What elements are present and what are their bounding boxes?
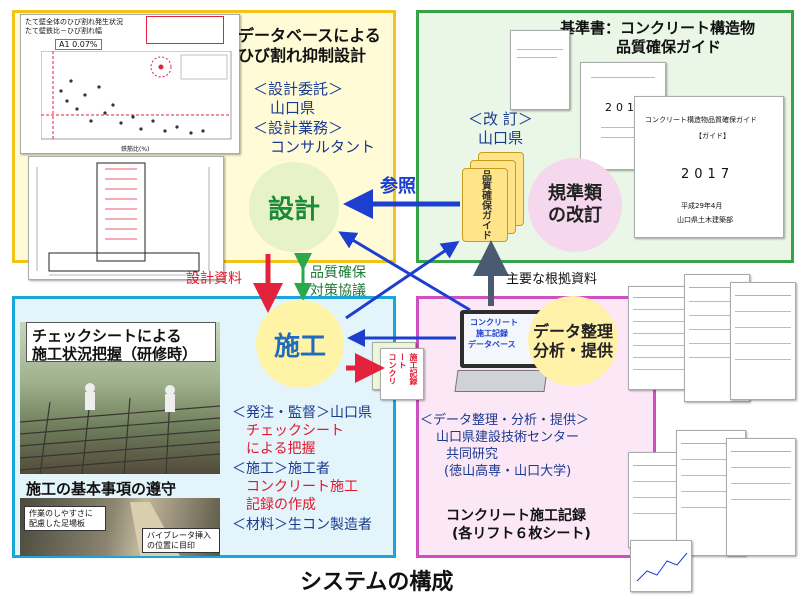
rebar-drawing (28, 156, 224, 280)
node-data-line1: データ整理 (532, 321, 613, 341)
order-label: ＜発注・監督＞山口県 (232, 405, 372, 421)
doc-org: 山口県土木建築部 (677, 216, 733, 224)
basics-caption: 施工の基本事項の遵守 (26, 480, 177, 498)
laptop-icon (454, 310, 548, 408)
node-standards-line2: の改訂 (548, 205, 602, 226)
node-design-label: 設計 (267, 194, 320, 225)
node-construction: 施工 (256, 300, 344, 388)
standards-title-line1: 基準書：コンクリート構造物 (560, 19, 756, 37)
records-line2: (各リフト６枚シート) (452, 526, 591, 542)
crack-width-graph: たて壁全体のひび割れ発生状況 たて壁鉄比－ひび割れ幅 A1 0.07% 鉄筋比(… (20, 14, 240, 154)
dp-partners: (徳山高専・山口大学) (444, 464, 572, 479)
doc-title: コンクリート構造物品質確保ガイド (645, 116, 757, 124)
node-design: 設計 (249, 162, 339, 252)
laptop-line3: データベース (468, 340, 516, 349)
scaffold-note-line1: 作業のしやすさに (29, 509, 93, 518)
graph-plot (41, 51, 232, 140)
doc-subtitle: 【ガイド】 (695, 132, 730, 140)
checksheet-box (26, 322, 216, 362)
node-construction-label: 施工 (273, 331, 326, 362)
arrow-reference-label: 参照 (380, 176, 416, 197)
standards-title-line2: 品質確保ガイド (616, 38, 722, 56)
checksheet-line2: 施工状況把握（研修時） (32, 345, 198, 363)
design-work-label: ＜設計業務＞ (253, 119, 344, 137)
checksheet-line1: チェックシートによる (32, 327, 182, 345)
footer-title: システムの構成 (300, 570, 454, 595)
vibrator-note-line2: の位置に目印 (147, 540, 195, 550)
laptop-line1: コンクリート (470, 318, 518, 327)
design-commission-value: 山口県 (270, 99, 316, 117)
records-line1: コンクリート施工記録 (446, 508, 586, 524)
graph-subtitle: たて壁鉄比－ひび割れ幅 (25, 27, 102, 35)
graph-badge: A1 0.07% (55, 39, 102, 50)
revision-value: 山口県 (478, 129, 524, 147)
laptop-line2: 施工記録 (476, 329, 508, 338)
guide-doc-2017: コンクリート構造物品質確保ガイド 【ガイド】 2017 平成29年4月 山口県土… (634, 96, 784, 238)
record-tag-line3: 施工記録 (409, 353, 418, 385)
work-red-1: コンクリート施工 (246, 479, 358, 495)
arrow-main-basis-label: 主要な根拠資料 (506, 272, 598, 287)
vibrator-note: バイブレータ挿入 の位置に目印 (142, 528, 220, 554)
arrow-design-docs-label: 設計資料 (186, 271, 242, 287)
work-red-2: 記録の作成 (246, 497, 316, 513)
graph-title: たて壁全体のひび割れ発生状況 (25, 18, 123, 26)
graph-note (146, 16, 224, 44)
doc-date: 平成29年4月 (681, 202, 723, 210)
design-commission-label: ＜設計委託＞ (253, 80, 344, 98)
node-data-analysis: データ整理 分析・提供 (528, 296, 618, 386)
node-standards-revision: 規準類 の改訂 (528, 158, 622, 252)
record-sheet-graph (630, 540, 692, 592)
dp-joint: 共同研究 (446, 447, 499, 462)
revision-label: ＜改 訂＞ (468, 110, 533, 128)
arrow-cross-to-standards (345, 240, 460, 320)
vibrator-note-line1: バイブレータ挿入 (147, 531, 211, 540)
guide-doc-back (510, 30, 570, 110)
arrow-quality-label-1: 品質確保 (310, 265, 366, 281)
scaffold-note-line2: 配慮した足場板 (29, 518, 85, 528)
record-sheet-3 (730, 282, 796, 400)
design-title-line1: データベースによる (238, 26, 381, 45)
dp-label: ＜データ整理・分析・提供＞ (420, 413, 590, 428)
guide-card: 品質確保ガイド (462, 168, 508, 242)
material-label: ＜材料＞生コン製造者 (232, 517, 372, 533)
record-tag-line1: コンクリ (388, 353, 397, 385)
guide-card-text: 品質確保ガイド (479, 170, 491, 240)
order-red-1: チェックシート (246, 423, 344, 439)
graph-xlabel: 鉄筋比(%) (121, 146, 150, 153)
design-work-value: コンサルタント (270, 138, 376, 156)
node-data-line2: 分析・提供 (532, 341, 613, 360)
arrow-cross-to-design (338, 231, 471, 312)
arrow-quality-label-2: 対策協議 (310, 283, 366, 299)
scaffold-note: 作業のしやすさに 配慮した足場板 (24, 506, 106, 532)
dp-org: 山口県建設技術センター (436, 430, 580, 445)
node-standards-line1: 規準類 (548, 183, 602, 205)
order-red-2: による把握 (246, 441, 316, 457)
design-title-line2: ひび割れ抑制設計 (238, 46, 367, 65)
doc-year-2017: 2017 (681, 167, 735, 182)
record-tag-line2: ート (398, 353, 407, 369)
work-label: ＜施工＞施工者 (232, 461, 330, 477)
record-sheet-6 (726, 438, 796, 556)
